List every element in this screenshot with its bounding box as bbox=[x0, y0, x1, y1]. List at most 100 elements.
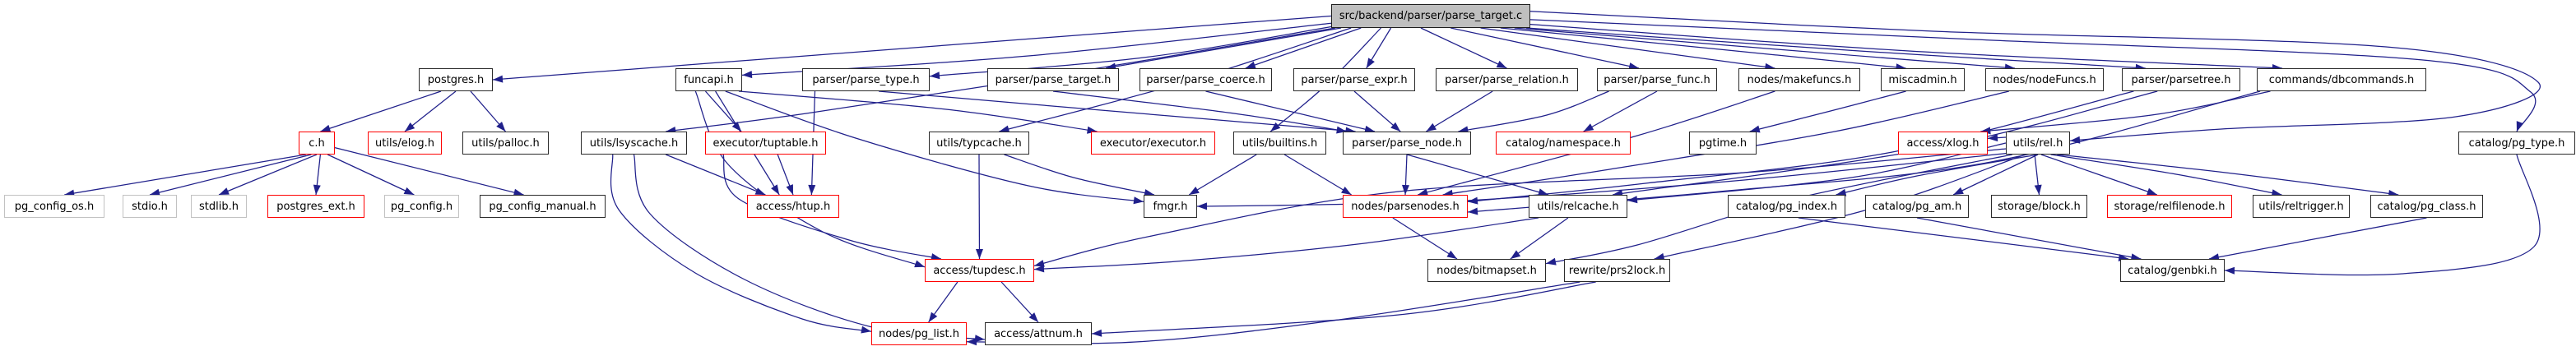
graph-node-lsyscache[interactable]: utils/lsyscache.h bbox=[581, 132, 687, 155]
edge-parse_func-parse_node bbox=[1458, 90, 1609, 132]
arrowhead-dbcommands-xlog bbox=[1980, 127, 1991, 135]
arrowhead-postgres-palloc bbox=[496, 121, 506, 132]
graph-node-pg_config_manual[interactable]: pg_config_manual.h bbox=[480, 195, 606, 218]
edge-postgres-elog bbox=[404, 90, 457, 132]
graph-node-stdlib: stdlib.h bbox=[191, 195, 247, 218]
edge-makefuncs-parsenodes bbox=[1418, 90, 1775, 196]
edge-c-stdio bbox=[149, 154, 312, 196]
edge-rel-pg_class bbox=[2057, 154, 2399, 196]
graph-node-relcache[interactable]: utils/relcache.h bbox=[1529, 195, 1627, 218]
arrowhead-main-parse_func bbox=[1628, 62, 1640, 70]
edge-main-miscadmin bbox=[1500, 27, 1906, 69]
arrowhead-rel-tupdesc bbox=[1034, 260, 1045, 267]
graph-node-parse_expr[interactable]: parser/parse_expr.h bbox=[1293, 68, 1415, 91]
graph-node-xlog[interactable]: access/xlog.h bbox=[1898, 132, 1988, 155]
graph-node-pg_am[interactable]: catalog/pg_am.h bbox=[1865, 195, 1969, 218]
graph-node-reltrigger[interactable]: utils/reltrigger.h bbox=[2253, 195, 2350, 218]
arrowhead-lsyscache-pg_list bbox=[861, 326, 871, 334]
graph-node-bitmapset[interactable]: nodes/bitmapset.h bbox=[1427, 259, 1546, 282]
graph-node-nodeFuncs[interactable]: nodes/nodeFuncs.h bbox=[1985, 68, 2104, 91]
edge-rel-reltrigger bbox=[2050, 154, 2282, 196]
arrowhead-rel-prs2lock bbox=[1654, 252, 1665, 261]
edge-main-pg_type bbox=[1529, 19, 2537, 132]
graph-node-main: src/backend/parser/parse_target.c bbox=[1331, 4, 1530, 28]
arrowhead-main-parse_expr bbox=[1366, 58, 1375, 68]
arrowhead-pg_type-genbki bbox=[2225, 266, 2235, 275]
graph-node-prs2lock[interactable]: rewrite/prs2lock.h bbox=[1564, 259, 1670, 282]
graph-node-rel[interactable]: utils/rel.h bbox=[2006, 132, 2070, 155]
graph-node-typcache[interactable]: utils/typcache.h bbox=[929, 132, 1029, 155]
edge-parse_type-parse_node bbox=[878, 90, 1356, 132]
graph-node-genbki[interactable]: catalog/genbki.h bbox=[2120, 259, 2225, 282]
graph-node-pg_type[interactable]: catalog/pg_type.h bbox=[2458, 132, 2575, 155]
graph-node-pg_index[interactable]: catalog/pg_index.h bbox=[1728, 195, 1845, 218]
arrowhead-tuptable-tupdesc bbox=[931, 253, 941, 261]
graph-node-relfilenode[interactable]: storage/relfilenode.h bbox=[2107, 195, 2232, 218]
edge-builtins-fmgr bbox=[1188, 154, 1257, 196]
edge-c-stdlib bbox=[218, 154, 318, 196]
arrowhead-prs2lock-attnum bbox=[1092, 329, 1102, 337]
edge-main-parse_coerce bbox=[1245, 27, 1362, 69]
graph-node-tuptable[interactable]: executor/tuptable.h bbox=[705, 132, 826, 155]
arrowhead-funcapi-tuptable bbox=[731, 122, 742, 132]
arrowhead-main-pg_type bbox=[2516, 121, 2524, 132]
edge-parsetree-parsenodes bbox=[1467, 90, 2134, 203]
graph-node-tupdesc[interactable]: access/tupdesc.h bbox=[925, 259, 1034, 282]
arrowhead-c-pg_config_manual bbox=[513, 188, 524, 196]
edge-relcache-tupdesc bbox=[1033, 217, 1539, 270]
graph-node-miscadmin[interactable]: miscadmin.h bbox=[1881, 68, 1965, 91]
graph-node-pg_list[interactable]: nodes/pg_list.h bbox=[871, 322, 967, 345]
edge-parse_target-parse_node bbox=[1052, 90, 1347, 132]
edge-pg_class-genbki bbox=[2208, 217, 2427, 260]
graph-node-postgres[interactable]: postgres.h bbox=[419, 68, 493, 91]
graph-node-pg_class[interactable]: catalog/pg_class.h bbox=[2370, 195, 2483, 218]
graph-node-elog[interactable]: utils/elog.h bbox=[368, 132, 442, 155]
graph-node-parse_node[interactable]: parser/parse_node.h bbox=[1343, 132, 1471, 155]
arrowhead-main-typcache bbox=[999, 125, 1010, 133]
graph-node-executor[interactable]: executor/executor.h bbox=[1091, 132, 1215, 155]
edge-parse_expr-parse_node bbox=[1353, 90, 1401, 132]
edge-relcache-bitmapset bbox=[1510, 217, 1569, 260]
arrowhead-parse_type-htup bbox=[808, 184, 816, 195]
edge-main-rel bbox=[1529, 11, 2541, 141]
arrowhead-rel-reltrigger bbox=[2271, 189, 2282, 197]
graph-node-makefuncs[interactable]: nodes/makefuncs.h bbox=[1738, 68, 1860, 91]
graph-node-htup[interactable]: access/htup.h bbox=[747, 195, 839, 218]
edge-prs2lock-attnum bbox=[1091, 281, 1596, 335]
graph-node-palloc[interactable]: utils/palloc.h bbox=[462, 132, 549, 155]
arrowhead-relcache-tupdesc bbox=[1034, 265, 1045, 273]
edge-dbcommands-xlog bbox=[1980, 90, 2271, 132]
graph-node-parse_func[interactable]: parser/parse_func.h bbox=[1597, 68, 1717, 91]
arrowhead-c-stdio bbox=[150, 188, 160, 196]
arrowhead-parse_node-relcache bbox=[1538, 188, 1548, 196]
graph-node-parse_target[interactable]: parser/parse_target.h bbox=[987, 68, 1119, 91]
graph-node-builtins[interactable]: utils/builtins.h bbox=[1233, 132, 1326, 155]
graph-node-parse_relation[interactable]: parser/parse_relation.h bbox=[1436, 68, 1578, 91]
graph-node-block[interactable]: storage/block.h bbox=[1991, 195, 2087, 218]
graph-node-fmgr[interactable]: fmgr.h bbox=[1144, 195, 1197, 218]
graph-node-funcapi[interactable]: funcapi.h bbox=[675, 68, 742, 91]
arrowhead-rel-relcache bbox=[1627, 196, 1638, 204]
arrowhead-main-postgres bbox=[493, 75, 504, 83]
arrowhead-typcache-fmgr bbox=[1144, 189, 1154, 196]
edge-postgres-c bbox=[320, 90, 442, 132]
graph-node-c[interactable]: c.h bbox=[299, 132, 335, 155]
graph-node-pgtime[interactable]: pgtime.h bbox=[1689, 132, 1757, 155]
arrowhead-c-pg_config bbox=[403, 187, 415, 195]
arrowhead-rel-relfilenode bbox=[2146, 187, 2157, 196]
graph-node-parse_coerce[interactable]: parser/parse_coerce.h bbox=[1139, 68, 1272, 91]
graph-node-postgres_ext[interactable]: postgres_ext.h bbox=[267, 195, 364, 218]
edge-lsyscache-attnum bbox=[633, 154, 986, 340]
graph-node-parse_type[interactable]: parser/parse_type.h bbox=[802, 68, 930, 91]
graph-node-namespace[interactable]: catalog/namespace.h bbox=[1496, 132, 1631, 155]
arrowhead-makefuncs-parsenodes bbox=[1418, 188, 1428, 196]
edge-funcapi-fmgr bbox=[725, 90, 1144, 203]
arrowhead-pg_class-genbki bbox=[2208, 253, 2220, 261]
graph-node-attnum[interactable]: access/attnum.h bbox=[985, 322, 1092, 345]
graph-node-dbcommands[interactable]: commands/dbcommands.h bbox=[2257, 68, 2426, 91]
graph-node-stdio: stdio.h bbox=[123, 195, 177, 218]
graph-node-parsenodes[interactable]: nodes/parsenodes.h bbox=[1343, 195, 1468, 218]
graph-node-parsetree[interactable]: parser/parsetree.h bbox=[2122, 68, 2240, 91]
